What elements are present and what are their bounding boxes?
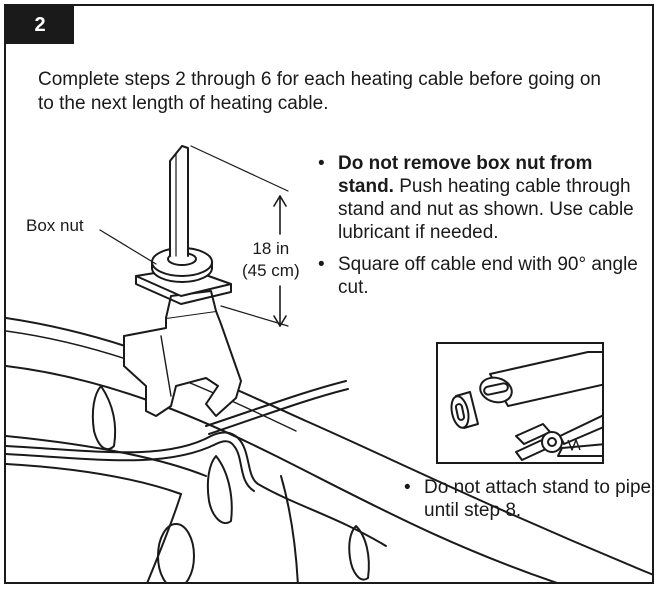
heating-cable-end xyxy=(169,145,189,257)
pipe-strap-1 xyxy=(91,385,117,451)
bullet-text: Push heating cable through stand and nut… xyxy=(338,176,634,243)
cutter-handle-bottom xyxy=(557,443,602,457)
bullet-text: Square off cable end with 90° angle cut. xyxy=(338,254,638,298)
bullet-item: • Do not remove box nut from stand. Push… xyxy=(318,152,638,244)
pipe-top-edge xyxy=(6,317,652,576)
cable-cut-illustration xyxy=(450,351,602,461)
instruction-panel: 2 Complete steps 2 through 6 for each he… xyxy=(4,4,654,584)
step-number-badge: 2 xyxy=(6,6,74,44)
bullet-glyph: • xyxy=(318,153,325,174)
bottom-note-text: Do not attach stand to pipe until step 8… xyxy=(424,477,652,521)
pipe-strap-2 xyxy=(206,455,233,524)
dimension-cm: (45 cm) xyxy=(242,261,300,280)
pipe-bottom-edge xyxy=(6,365,558,582)
pipe-strap-3 xyxy=(348,525,370,581)
bullet-bold-text: Do not remove box nut from stand. xyxy=(338,153,593,197)
tee-branch-right xyxy=(280,475,299,582)
dimension-inches: 18 in xyxy=(252,239,290,258)
dimension-label: 18 in (45 cm) xyxy=(242,238,300,282)
cutter-handle-top xyxy=(559,414,602,445)
box-nut-leader xyxy=(99,229,157,265)
bullet-glyph: • xyxy=(404,477,411,498)
intro-text: Complete steps 2 through 6 for each heat… xyxy=(38,69,601,114)
cable-cut-inset xyxy=(436,342,604,464)
heating-cable-to-stand xyxy=(205,380,347,427)
heating-cable xyxy=(6,431,387,547)
box-nut-label: Box nut xyxy=(26,216,84,235)
installation-illustration xyxy=(6,145,652,582)
bullet-glyph: • xyxy=(318,254,325,275)
cable-stand-base xyxy=(123,310,242,417)
tee-branch-left xyxy=(146,493,182,582)
bottom-note: • Do not attach stand to pipe until step… xyxy=(404,476,652,522)
bullet-item: • Square off cable end with 90° angle cu… xyxy=(318,253,638,299)
pipe-clamp xyxy=(157,523,195,582)
instruction-bullets: • Do not remove box nut from stand. Push… xyxy=(318,152,638,308)
